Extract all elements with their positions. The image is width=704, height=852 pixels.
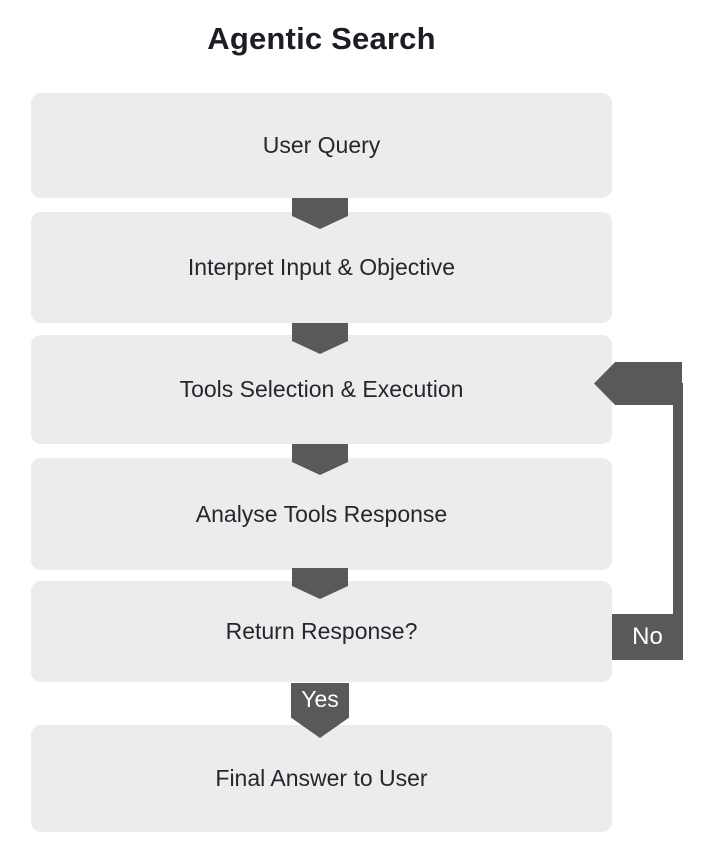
no-branch-label: No xyxy=(632,623,663,650)
left-arrow-icon xyxy=(594,362,682,405)
flow-node-label: Return Response? xyxy=(225,618,418,644)
flow-node-user-query: User Query xyxy=(31,93,612,198)
no-loop-line xyxy=(673,383,683,660)
flow-node-label: Final Answer to User xyxy=(215,765,428,791)
diagram-title: Agentic Search xyxy=(207,21,436,56)
flow-node-label: Analyse Tools Response xyxy=(195,500,448,527)
flow-node-final-answer: Final Answer to User xyxy=(31,725,612,832)
flow-node-analyse-response: Analyse Tools Response xyxy=(31,458,612,570)
flow-node-label: Interpret Input & Objective xyxy=(187,254,456,280)
flow-node-label: User Query xyxy=(262,132,381,158)
flow-node-return-response: Return Response? xyxy=(31,581,612,682)
flow-node-tools-selection: Tools Selection & Execution xyxy=(31,335,612,444)
flow-node-label: Tools Selection & Execution xyxy=(179,376,464,402)
no-branch-label-box: No xyxy=(612,614,683,660)
flow-node-interpret-input: Interpret Input & Objective xyxy=(31,212,612,323)
yes-branch-label: Yes xyxy=(301,686,339,712)
